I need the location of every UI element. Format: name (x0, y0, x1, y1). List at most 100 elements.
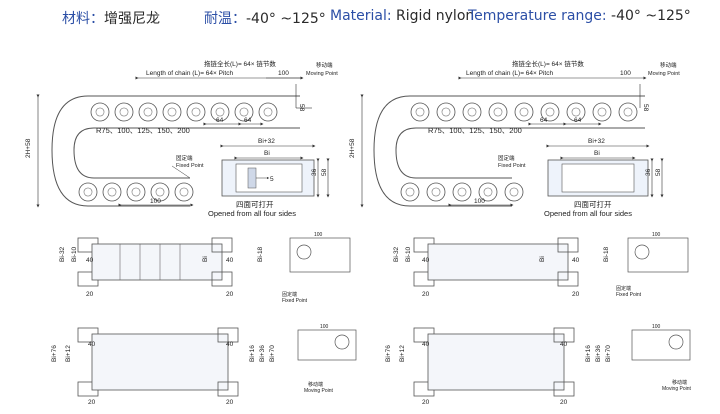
bracket-right-v3: Bi+70 (269, 345, 276, 362)
bracket-mid: Bi (202, 256, 209, 262)
side-cn: 固定端 (616, 285, 631, 292)
bracket-left-inner: Bi-10 (405, 246, 412, 262)
chain-link-icon (504, 182, 524, 202)
chain-diagram-left: 拖链全长(L)= 64× 链节数 Length of chain (L)= 64… (25, 59, 338, 218)
material-cn: 材料：增强尼龙 (62, 8, 160, 28)
chain-pin-icon (95, 107, 105, 117)
section-bi32: Bi+32 (588, 138, 605, 145)
bracket-right-v2: Bi+36 (595, 345, 602, 362)
bracket-dim-b: 20 (88, 399, 96, 406)
bracket-dim-b: 20 (422, 399, 430, 406)
temp-cn: 耐温：-40° ~125° (204, 8, 326, 28)
side-en: Fixed Point (616, 292, 642, 298)
chain-pin-icon (571, 107, 581, 117)
side-en: Moving Point (304, 388, 334, 394)
chain-pin-icon (119, 107, 129, 117)
moving-point-cn: 移动端 (660, 61, 677, 69)
dim-64-b: 64 (574, 117, 582, 124)
material-en: Material: Rigid nylon (330, 8, 474, 24)
chain-link-icon (90, 102, 110, 122)
chain-link-icon (426, 182, 446, 202)
bracket-left-outer: Bi+76 (51, 345, 58, 362)
chain-diagram-right: 拖链全长(L)= 64× 链节数 Length of chain (L)= 64… (349, 59, 680, 218)
chain-link-icon (78, 182, 98, 202)
chain-link-icon (138, 102, 158, 122)
chain-pin-icon (143, 107, 153, 117)
section-36: 36 (645, 168, 652, 176)
dim-58-right: 58 (298, 104, 305, 112)
bracket-dim-a: 40 (86, 257, 94, 264)
bracket-moving-left: Bi+76 Bi+12 40 20 40 20 Bi+16 Bi+36 Bi+7… (51, 327, 276, 406)
bracket-mid: Bi (539, 256, 546, 262)
chain-link-icon (540, 102, 560, 122)
bracket-right-b: 20 (226, 399, 234, 406)
chain-link-icon (258, 102, 278, 122)
side-cn: 固定端 (282, 291, 297, 298)
bracket-right-v3: Bi+70 (605, 345, 612, 362)
material-cn-value: 增强尼龙 (104, 11, 160, 27)
fixed-point-en: Fixed Point (176, 163, 204, 169)
section-58: 58 (655, 168, 662, 176)
spec-header: 材料：增强尼龙 耐温：-40° ~125° Material: Rigid ny… (0, 0, 720, 32)
side-cn: 移动端 (308, 381, 323, 388)
chain-pin-icon (179, 187, 189, 197)
chain-link-icon (514, 102, 534, 122)
side-en: Fixed Point (282, 298, 308, 304)
dim-64-b: 64 (244, 117, 252, 124)
bracket-left-inner: Bi+12 (399, 345, 406, 362)
temp-en: Temperature range: -40° ~125° (468, 8, 691, 24)
open-en: Opened from all four sides (208, 209, 296, 218)
chain-link-icon (150, 182, 170, 202)
chain-pin-icon (405, 187, 415, 197)
moving-point-en: Moving Point (306, 71, 338, 77)
side-top: 100 (320, 324, 329, 330)
chain-pin-icon (509, 187, 519, 197)
chain-link-icon (462, 102, 482, 122)
side-view-moving-right: 100 移动端 Moving Point (631, 324, 692, 392)
bracket-dim-a: 40 (88, 341, 96, 348)
chain-link-icon (478, 182, 498, 202)
chain-pin-icon (597, 107, 607, 117)
side-en: Moving Point (662, 386, 692, 392)
bracket-fixed-right: Bi-32 Bi-10 40 20 Bi 40 20 Bi-18 (393, 237, 610, 298)
bracket-left-outer: Bi-32 (393, 246, 400, 262)
open-cn: 四面可打开 (236, 199, 274, 209)
chain-pin-icon (493, 107, 503, 117)
temp-en-label: Temperature range: (468, 8, 612, 24)
chain-link-icon (126, 182, 146, 202)
material-cn-label: 材料： (62, 11, 104, 27)
side-top: 100 (652, 324, 661, 330)
side-view-fixed-right: 100 固定端 Fixed Point (616, 232, 689, 298)
bracket-right-v: Bi-18 (603, 246, 610, 262)
chain-pin-icon (457, 187, 467, 197)
chain-pin-icon (83, 187, 93, 197)
bracket-left-inner: Bi-10 (71, 246, 78, 262)
fixed-point-cn: 固定端 (498, 154, 515, 162)
moving-point-cn: 移动端 (316, 61, 333, 69)
chain-link-icon (210, 102, 230, 122)
dim-100-bottom: 100 (474, 198, 485, 205)
bracket-right-a: 40 (560, 341, 568, 348)
chain-link-icon (174, 182, 194, 202)
bracket-left-outer: Bi+76 (385, 345, 392, 362)
bracket-right-v1: Bi+16 (249, 345, 256, 362)
chain-pin-icon (545, 107, 555, 117)
chain-link-icon (102, 182, 122, 202)
chain-links (400, 102, 638, 202)
open-en: Opened from all four sides (544, 209, 632, 218)
chain-links (78, 102, 278, 202)
section-58: 58 (321, 168, 328, 176)
chain-link-icon (400, 182, 420, 202)
cross-section-right: Bi+32 Bi 36 58 四面可打开 Opened from all fou… (544, 138, 664, 218)
bracket-right-b: 20 (572, 291, 580, 298)
side-view-fixed-left: 100 固定端 Fixed Point (282, 232, 351, 304)
section-bi32: Bi+32 (258, 138, 275, 145)
temp-cn-value: -40° ~125° (246, 11, 326, 27)
dim-100-top: 100 (278, 70, 289, 77)
bracket-right-a: 40 (226, 341, 234, 348)
dim-height: 2H+58 (25, 138, 32, 158)
dim-100-bottom: 100 (150, 198, 161, 205)
chain-link-icon (186, 102, 206, 122)
